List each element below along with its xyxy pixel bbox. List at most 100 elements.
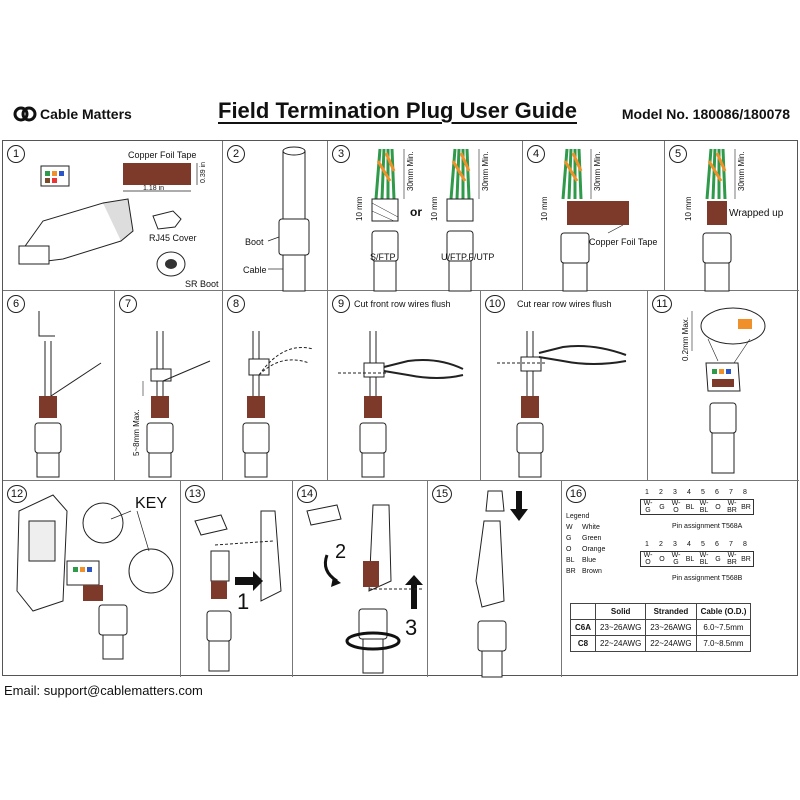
strip-length-label: 30mm Min.	[737, 151, 746, 191]
strip-length-label: 30mm Min.	[481, 151, 490, 191]
pin-assignment: O	[659, 555, 665, 563]
max-length-label: 5~8mm Max.	[132, 409, 141, 456]
step-number: 16	[566, 485, 586, 503]
pin-number: 6	[715, 489, 719, 496]
load-bar-illustration	[142, 331, 211, 478]
step-number: 9	[332, 295, 350, 313]
cable-boot-illustration	[267, 146, 310, 292]
table-cell: 6.0~7.5mm	[695, 619, 752, 636]
insert-wires-illustration	[34, 311, 102, 478]
boot-label: Boot	[245, 237, 264, 247]
pin-assignment: W-BR	[727, 500, 737, 514]
step-number: 6	[7, 295, 25, 313]
t568b-label: Pin assignment T568B	[672, 575, 743, 582]
pin-assignment: G	[715, 555, 721, 563]
pin-assignment: W-BL	[699, 500, 709, 514]
step-number: 12	[7, 485, 27, 503]
legend-color-name: White	[582, 524, 600, 531]
pin-assignment: G	[659, 503, 665, 511]
step-caption: Cut front row wires flush	[354, 299, 451, 309]
step-5-panel: 5 30mm Min. 10 mm Wrapped up	[665, 141, 799, 292]
legend-color-name: Blue	[582, 557, 597, 564]
shield-length-label: 10 mm	[430, 196, 439, 221]
or-label: or	[410, 205, 422, 219]
step-number: 2	[227, 145, 245, 163]
insert-into-housing-illustration	[194, 510, 282, 672]
legend-code: BR	[566, 568, 576, 575]
table-cell: C6A	[569, 619, 597, 636]
pin-assignment: W-BR	[727, 552, 737, 566]
shield-length-label: 10 mm	[355, 196, 364, 221]
model-number: Model No. 180086/180078	[621, 106, 790, 122]
step-6-panel: 6	[3, 291, 115, 481]
pin-number: 6	[715, 541, 719, 548]
pin-assignment: W-BL	[699, 552, 709, 566]
pin-number: 1	[645, 489, 649, 496]
pin-number: 4	[687, 541, 691, 548]
step-number: 13	[185, 485, 205, 503]
step-number: 1	[7, 145, 25, 163]
shield-length-label: 10 mm	[684, 196, 693, 221]
wrapped-foil-illustration	[702, 148, 736, 292]
table-cell: 7.0~8.5mm	[695, 635, 752, 652]
pin-assignment: W-G	[643, 500, 653, 514]
action-number: 3	[405, 615, 418, 640]
pin-number: 3	[673, 541, 677, 548]
legend-code: O	[566, 546, 572, 553]
table-header-cell: Solid	[595, 603, 647, 620]
legend-code: W	[566, 524, 573, 531]
pin-number: 3	[673, 489, 677, 496]
table-cell: 23~26AWG	[645, 619, 697, 636]
pin-number: 4	[687, 489, 691, 496]
table-header-cell: Stranded	[645, 603, 697, 620]
uftp-label: U/FTP.F/UTP	[441, 252, 495, 262]
header: Cable Matters Field Termination Plug Use…	[0, 96, 800, 136]
pin-assignment: O	[715, 503, 721, 511]
table-cell: 23~26AWG	[595, 619, 647, 636]
legend-code: G	[566, 535, 572, 542]
brand-logo: Cable Matters	[13, 106, 132, 122]
pin-assignment: W-G	[671, 552, 681, 566]
strip-cable-illustration	[371, 148, 480, 292]
key-align-illustration	[16, 494, 174, 660]
step-13-panel: 13 1	[181, 481, 293, 677]
table-cell: 22~24AWG	[645, 635, 697, 652]
bend-wires-illustration	[242, 331, 314, 478]
pin-assignment: BL	[685, 555, 695, 563]
attach-cover-illustration	[475, 490, 528, 678]
plug-parts-illustration	[18, 163, 198, 277]
pin-assignment: BR	[741, 555, 751, 563]
legend-item: W White	[566, 522, 605, 533]
step-7-panel: 7 5~8mm Max.	[115, 291, 223, 481]
foil-height-label: 0.39 in	[200, 161, 207, 183]
wrapped-label: Wrapped up	[729, 208, 784, 219]
action-number: 2	[335, 541, 347, 563]
step-number: 15	[432, 485, 452, 503]
step-3-panel: 3 30mm Min. 30mm Min. 10 mm 10 mm or S/F…	[328, 141, 523, 292]
step-8-panel: 8	[223, 291, 328, 481]
key-label: KEY	[135, 495, 168, 512]
legend-color-name: Brown	[582, 568, 602, 575]
rj45-cover-label: RJ45 Cover	[149, 233, 197, 243]
support-email: Email: support@cablematters.com	[4, 683, 203, 698]
shield-length-label: 10 mm	[540, 196, 549, 221]
step-number: 8	[227, 295, 245, 313]
step-number: 4	[527, 145, 545, 163]
foil-width-label: 1.18 in	[143, 185, 165, 192]
legend-item: BR Brown	[566, 566, 605, 577]
pin-number: 2	[659, 541, 663, 548]
pin-number: 8	[743, 541, 747, 548]
step-4-panel: 4 30mm Min. 10 mm Copper Foil Tape	[523, 141, 665, 292]
step-15-panel: 15	[428, 481, 562, 678]
